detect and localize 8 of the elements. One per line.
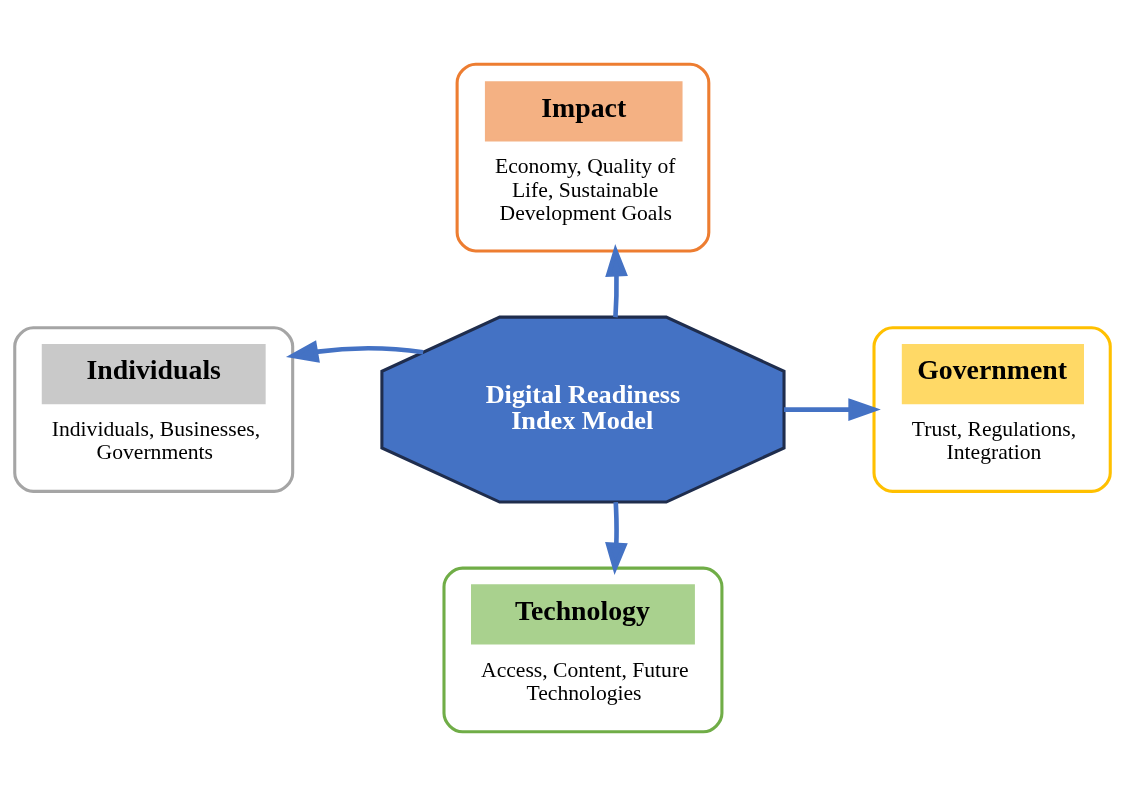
- arrow: [285, 340, 424, 363]
- node-box: Technology Access, Content, Future Technologies: [442, 566, 724, 734]
- node-box: Individuals Individuals, Businesses, Governments: [13, 326, 295, 493]
- node-box: Government Trust, Regulations, Integration: [872, 326, 1112, 493]
- arrow: [783, 398, 881, 421]
- arrow: [605, 244, 628, 318]
- node-box: Impact Economy, Quality of Life, Sustainable Development Goals: [455, 62, 711, 253]
- arrow: [605, 502, 628, 576]
